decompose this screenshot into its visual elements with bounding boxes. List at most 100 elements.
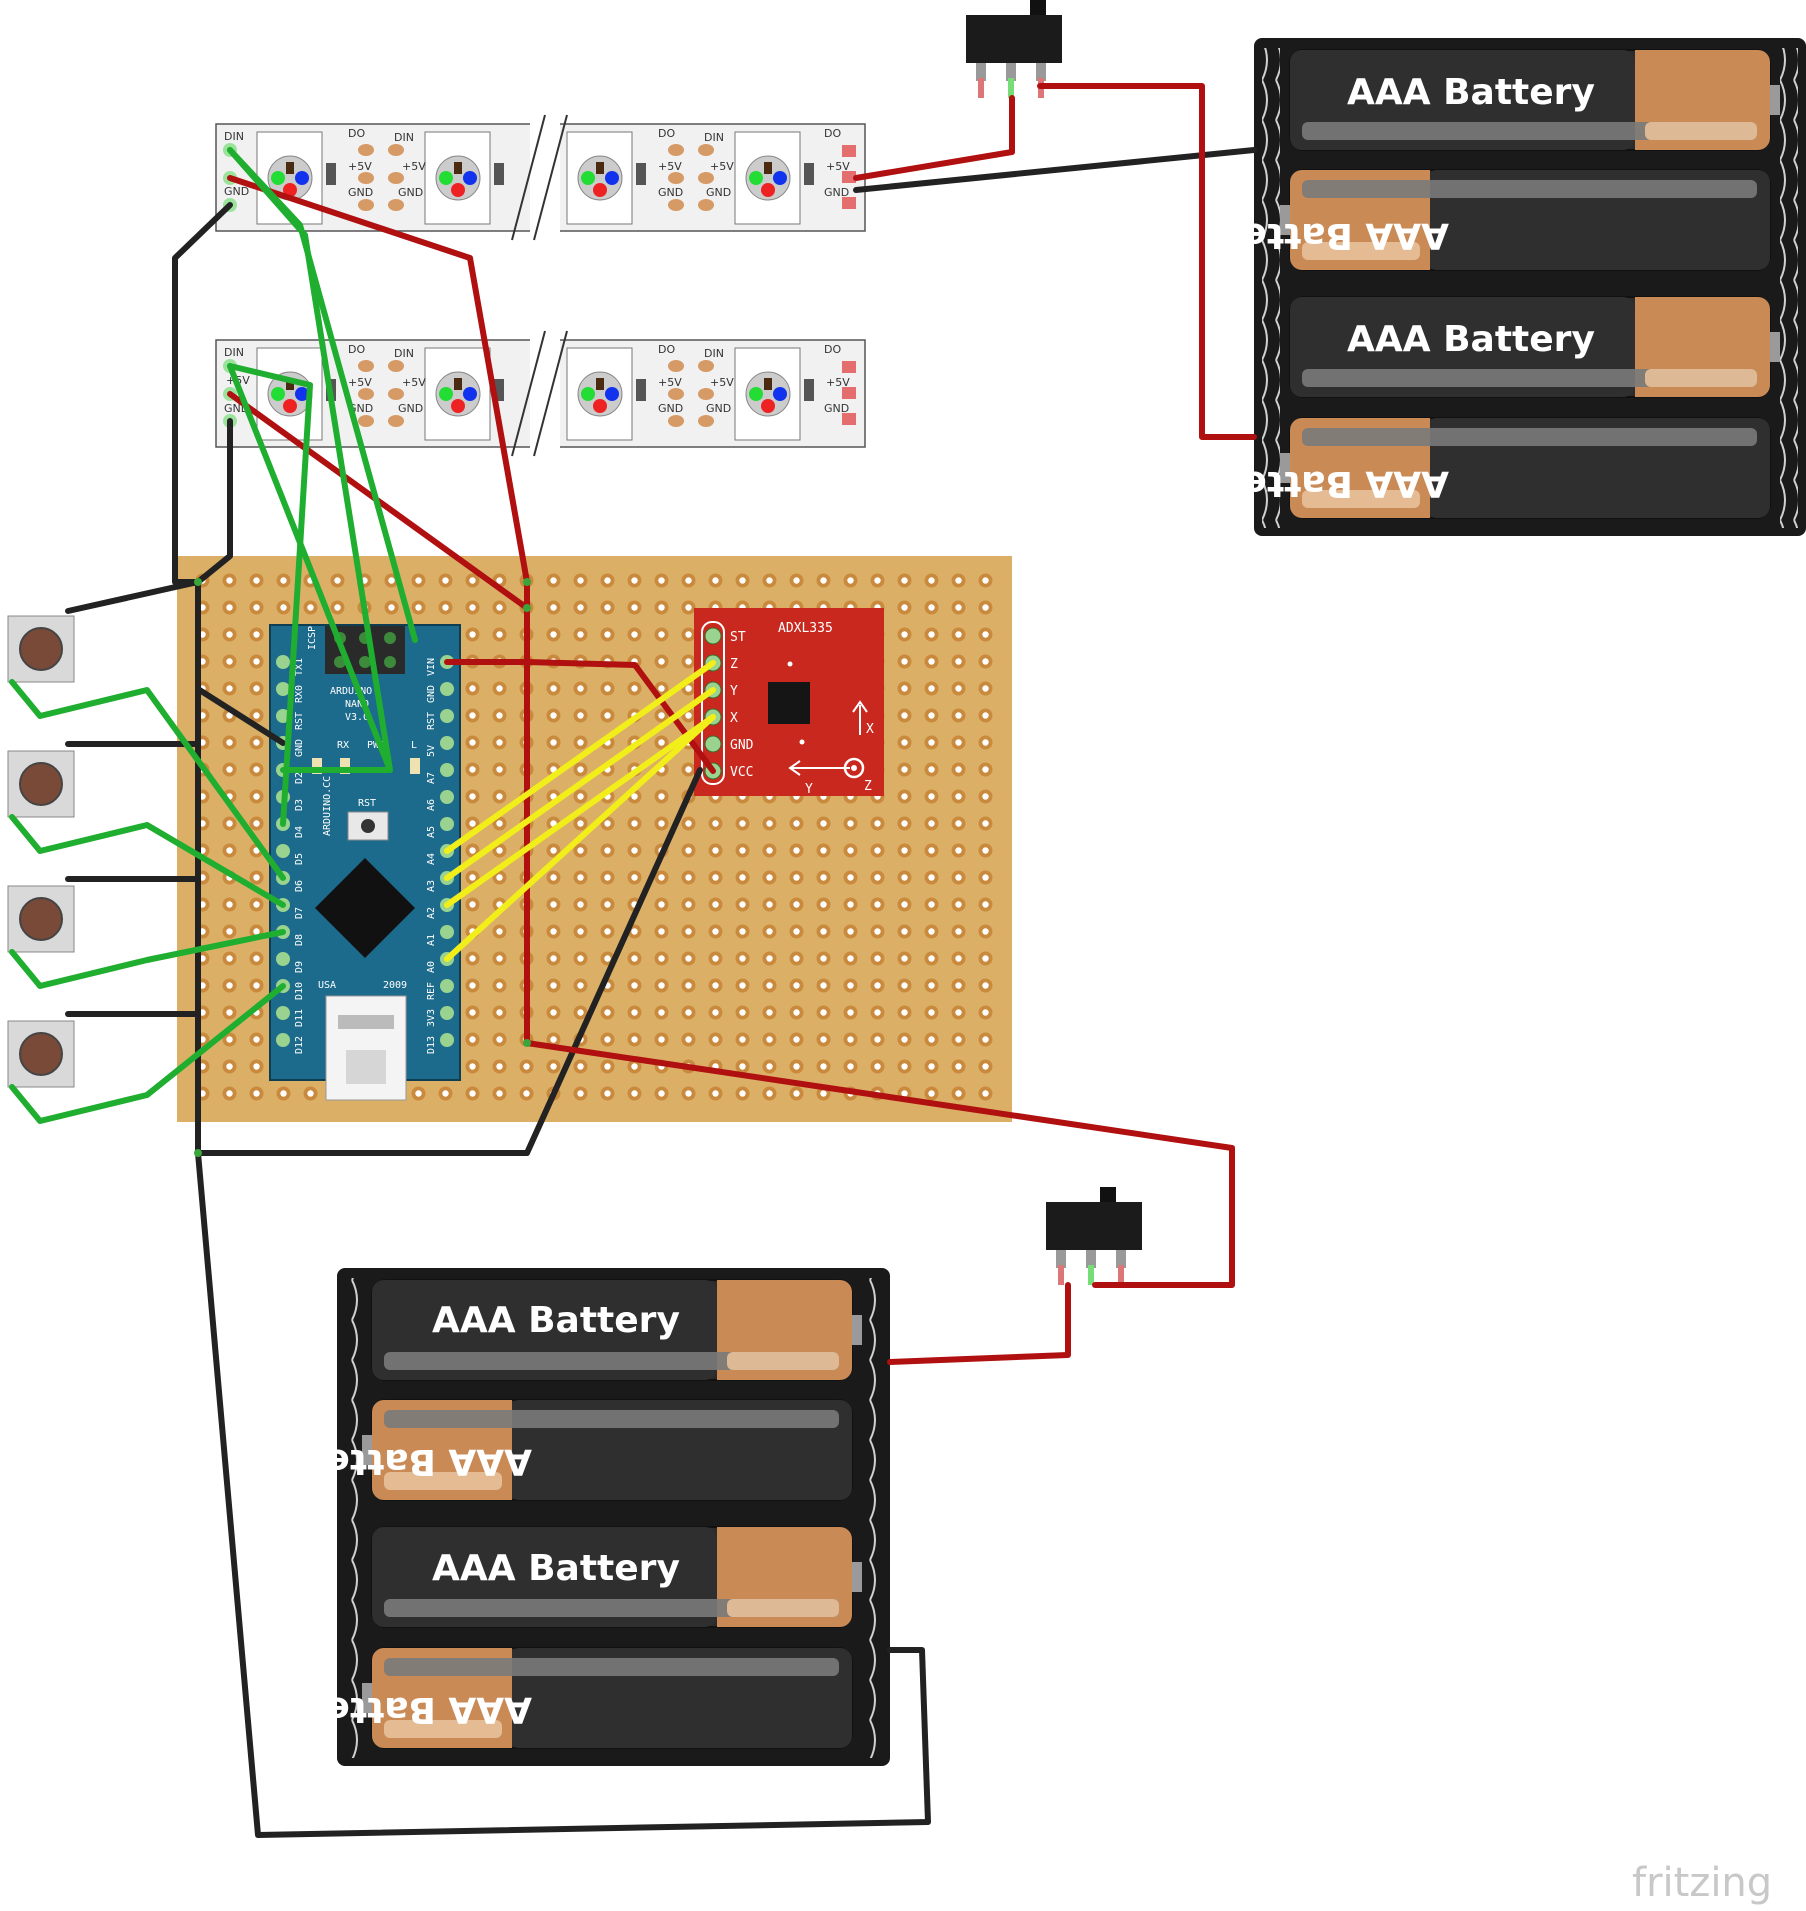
led-1b [424,131,491,225]
nano-l-label: L [411,740,417,751]
nano-year: 2009 [383,980,407,991]
adxl-pin-label: ST [730,630,746,645]
led2-din-label: DIN [224,346,244,359]
led1-5v-label-1: +5V [348,160,372,173]
led-2d [734,347,801,441]
nano-pwr-label: PWR [367,740,386,751]
led1-din-label: DIN [224,130,244,143]
nano-left-pin-label: D12 [294,1036,305,1054]
wire-junctions [194,578,531,1157]
led2-din-label-2: DIN [394,347,414,360]
adxl-title: ADXL335 [778,621,833,636]
adxl-pin-label: VCC [730,765,753,780]
nano-left-pin-label: RST [294,712,305,730]
nano-right-pin-label: A4 [426,853,437,865]
nano-brand: ARDUINO [330,686,372,697]
adxl-pin-label: Y [730,684,738,699]
battery-label-top-1: AAA Battery [1347,72,1595,113]
led1-gnd-label-3: GND [658,186,683,199]
adxl-axis-z: Z [864,779,872,794]
battery-label-bottom-4: AAA Battery [284,1689,532,1730]
led-1a [256,131,323,225]
battery-label-bottom-2: AAA Battery [284,1441,532,1482]
nano-left-pin-label: D9 [294,961,305,973]
led2-gnd-label-3: GND [658,402,683,415]
battery-label-bottom-1: AAA Battery [432,1300,680,1341]
pushbutton-4 [7,1020,75,1088]
led1-5v-label-5: +5V [826,160,850,173]
nano-right-pin-label: REF [426,982,437,1000]
nano-right-pin-label: A0 [426,961,437,973]
nano-pin-labels: TX1RX0RSTGNDD2D3D4D5D6D7D8D9D10D11D12VIN… [294,658,437,1054]
nano-left-pin-label: D8 [294,934,305,946]
nano-rx-label: RX [337,740,349,751]
arduino-nano: ICSP ARDUINO NANO V3.0 ARDUINO.CC RX PWR… [269,624,461,1101]
nano-icsp-label: ICSP [307,626,318,650]
nano-right-pin-label: A1 [426,934,437,946]
led2-5v-label-3: +5V [658,376,682,389]
pushbutton-1 [7,615,75,683]
led1-din-label-3: DIN [704,131,724,144]
nano-site: ARDUINO.CC [322,776,333,836]
adxl-pin-label: X [730,711,738,726]
wires-black [65,147,1257,1838]
nano-right-pin-label: D13 [426,1036,437,1054]
led2-din-label-3: DIN [704,347,724,360]
nano-left-pin-label: D10 [294,982,305,1000]
nano-left-pin-label: D6 [294,880,305,892]
battery-pack-bottom: AAA Battery AAA Battery AAA Battery AAA … [284,1268,890,1766]
led1-gnd-label-5: GND [824,186,849,199]
nano-right-pin-label: A7 [426,772,437,784]
nano-left-pin-label: D2 [294,772,305,784]
pushbutton-2 [7,750,75,818]
fritzing-logo: fritzing [1632,1860,1772,1906]
led-1d [734,131,801,225]
led1-do-label-4: DO [824,127,841,140]
wires-yellow [444,660,716,962]
led2-5v-label-4: +5V [710,376,734,389]
slide-switch-bottom [1046,1187,1142,1285]
adxl-axis-y: Y [805,782,813,797]
adxl-pin-label: Z [730,657,738,672]
nano-rst-label: RST [358,798,376,809]
nano-left-pin-label: D7 [294,907,305,919]
led2-do-label-4: DO [824,343,841,356]
slide-switch-top [966,0,1062,98]
battery-label-bottom-3: AAA Battery [432,1548,680,1589]
led2-5v-label-1: +5V [348,376,372,389]
nano-right-pin-label: 5V [426,745,437,757]
adxl335-breakout: ADXL335 X Y Z [694,608,884,797]
battery-label-top-3: AAA Battery [1347,319,1595,360]
nano-left-pin-label: GND [294,739,305,757]
nano-left-pin-label: RX0 [294,685,305,703]
led1-gnd-label: GND [224,185,249,198]
led2-gnd-label-4: GND [706,402,731,415]
nano-left-pin-label: D5 [294,853,305,865]
nano-right-pin-label: A5 [426,826,437,838]
led1-din-label-2: DIN [394,131,414,144]
led2-gnd-label-5: GND [824,402,849,415]
battery-pack-top: AAA Battery AAA Battery AAA Battery AAA … [1201,38,1806,536]
nano-right-pin-label: A6 [426,799,437,811]
led-strip-1: DIN GND [215,114,866,241]
led1-gnd-label-1: GND [348,186,373,199]
led-2b [424,347,491,441]
pushbutton-3 [7,885,75,953]
nano-left-pin-label: D11 [294,1009,305,1027]
led2-5v-label-2: +5V [402,376,426,389]
led1-gnd-label-4: GND [706,186,731,199]
led1-do-label-3: DO [658,127,675,140]
led1-gnd-label-2: GND [398,186,423,199]
nano-left-pin-label: D3 [294,799,305,811]
led1-do-label-1: DO [348,127,365,140]
nano-right-pin-label: A2 [426,907,437,919]
battery-label-top-4: AAA Battery [1201,463,1449,504]
nano-usa: USA [318,980,336,991]
led-2c [566,347,633,441]
nano-right-pin-label: 3V3 [426,1009,437,1027]
nano-right-pin-label: VIN [426,658,437,676]
led1-5v-label-4: +5V [710,160,734,173]
nano-version: V3.0 [345,712,369,723]
